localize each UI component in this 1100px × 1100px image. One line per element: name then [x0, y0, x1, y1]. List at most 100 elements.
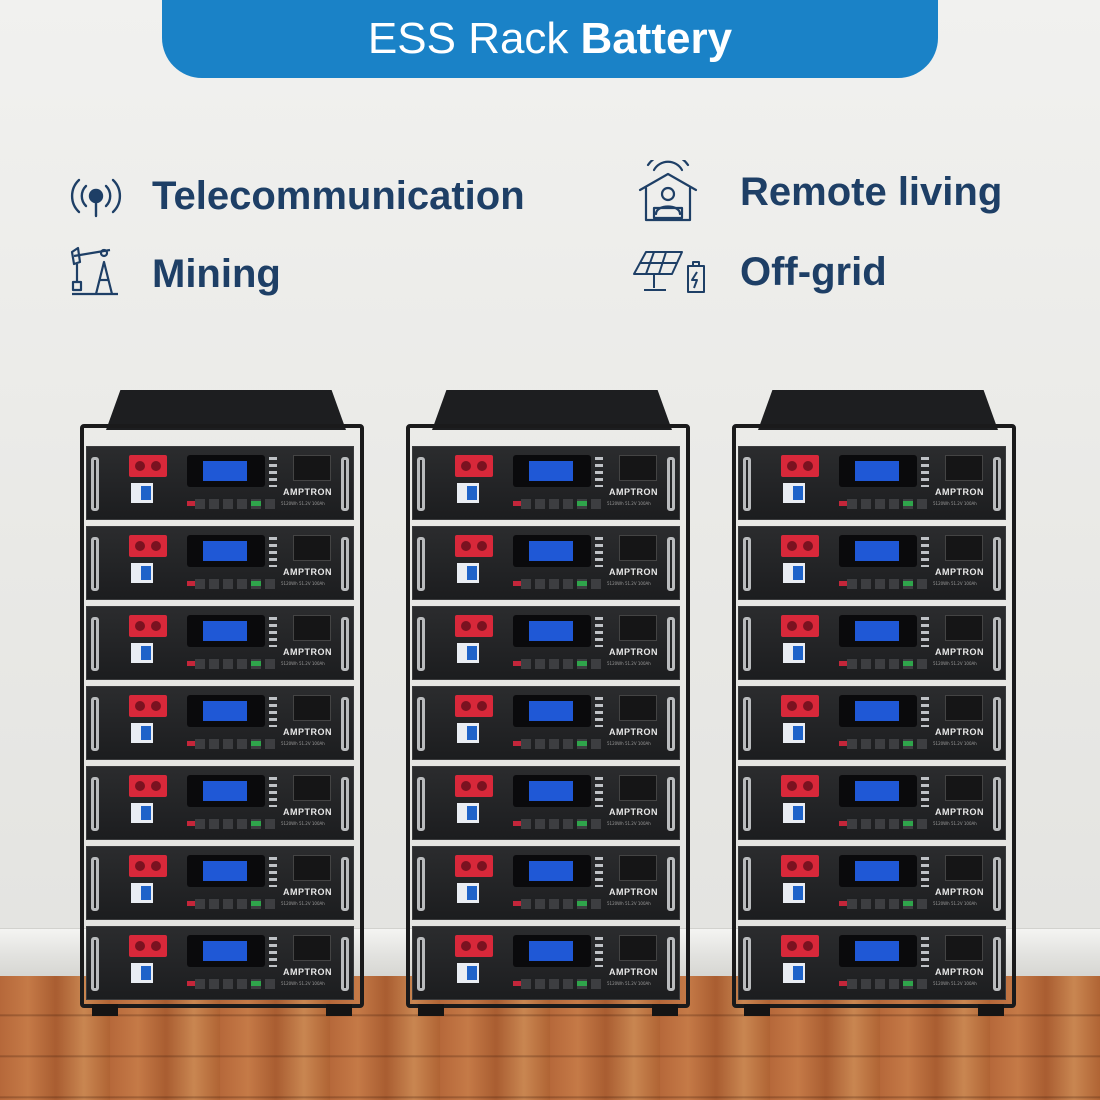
red-port	[839, 741, 847, 746]
comm-ports	[195, 979, 275, 989]
black-terminal	[293, 855, 331, 881]
red-terminal	[781, 455, 819, 477]
module-spec: 5120Wh 51.2V 100Ah	[281, 821, 325, 826]
display-buttons	[921, 537, 929, 567]
lcd-display	[839, 935, 917, 967]
module-brand: AMPTRON	[935, 807, 984, 817]
red-terminal	[455, 695, 493, 717]
battery-module: AMPTRON 5120Wh 51.2V 100Ah	[412, 526, 680, 600]
rack-foot	[326, 1004, 352, 1016]
module-handle	[91, 857, 99, 911]
rack-frame	[406, 424, 690, 1008]
green-connector	[251, 821, 261, 826]
module-handle	[743, 697, 751, 751]
display-buttons	[921, 857, 929, 887]
black-terminal	[293, 455, 331, 481]
module-handle	[743, 857, 751, 911]
module-brand: AMPTRON	[935, 887, 984, 897]
red-port	[839, 981, 847, 986]
red-port	[513, 661, 521, 666]
breaker-switch	[783, 643, 805, 663]
green-connector	[251, 981, 261, 986]
green-connector	[577, 981, 587, 986]
breaker-switch	[131, 883, 153, 903]
module-spec: 5120Wh 51.2V 100Ah	[933, 981, 977, 986]
red-terminal	[129, 775, 167, 797]
black-terminal	[945, 615, 983, 641]
red-port	[839, 821, 847, 826]
comm-ports	[521, 899, 601, 909]
breaker-switch	[783, 723, 805, 743]
display-buttons	[595, 617, 603, 647]
module-spec: 5120Wh 51.2V 100Ah	[281, 581, 325, 586]
lcd-display	[513, 855, 591, 887]
feature-telecommunication: Telecommunication	[152, 174, 525, 219]
green-connector	[251, 901, 261, 906]
module-handle	[667, 937, 675, 991]
rack-foot	[652, 1004, 678, 1016]
module-handle	[667, 857, 675, 911]
breaker-switch	[457, 803, 479, 823]
display-buttons	[269, 697, 277, 727]
remote-house-icon	[638, 160, 698, 222]
rack-lid	[106, 390, 346, 430]
display-buttons	[595, 537, 603, 567]
red-terminal	[455, 775, 493, 797]
red-port	[839, 901, 847, 906]
module-spec: 5120Wh 51.2V 100Ah	[607, 821, 651, 826]
rack-frame	[732, 424, 1016, 1008]
black-terminal	[619, 855, 657, 881]
rack-foot	[978, 1004, 1004, 1016]
title-banner: ESS Rack Battery	[162, 0, 938, 78]
breaker-switch	[131, 963, 153, 983]
module-spec: 5120Wh 51.2V 100Ah	[281, 501, 325, 506]
black-terminal	[619, 535, 657, 561]
breaker-switch	[783, 803, 805, 823]
red-terminal	[781, 935, 819, 957]
module-brand: AMPTRON	[609, 567, 658, 577]
red-port	[839, 661, 847, 666]
module-handle	[417, 697, 425, 751]
lcd-display	[187, 615, 265, 647]
module-handle	[667, 697, 675, 751]
module-spec: 5120Wh 51.2V 100Ah	[607, 581, 651, 586]
red-port	[187, 741, 195, 746]
green-connector	[903, 821, 913, 826]
lcd-display	[513, 615, 591, 647]
module-handle	[743, 617, 751, 671]
black-terminal	[293, 775, 331, 801]
black-terminal	[619, 935, 657, 961]
module-brand: AMPTRON	[935, 727, 984, 737]
lcd-display	[187, 775, 265, 807]
red-terminal	[129, 695, 167, 717]
lcd-display	[187, 535, 265, 567]
green-connector	[903, 981, 913, 986]
breaker-switch	[131, 723, 153, 743]
feature-remote-living: Remote living	[740, 170, 1002, 215]
red-terminal	[781, 615, 819, 637]
green-connector	[577, 901, 587, 906]
comm-ports	[195, 819, 275, 829]
banner-title-light: ESS Rack	[367, 14, 569, 63]
module-brand: AMPTRON	[283, 967, 332, 977]
module-handle	[341, 777, 349, 831]
display-buttons	[595, 697, 603, 727]
red-terminal	[781, 695, 819, 717]
module-brand: AMPTRON	[283, 487, 332, 497]
red-port	[513, 741, 521, 746]
lcd-display	[839, 535, 917, 567]
lcd-display	[513, 535, 591, 567]
breaker-switch	[783, 963, 805, 983]
red-terminal	[129, 535, 167, 557]
black-terminal	[945, 535, 983, 561]
rack-frame	[80, 424, 364, 1008]
